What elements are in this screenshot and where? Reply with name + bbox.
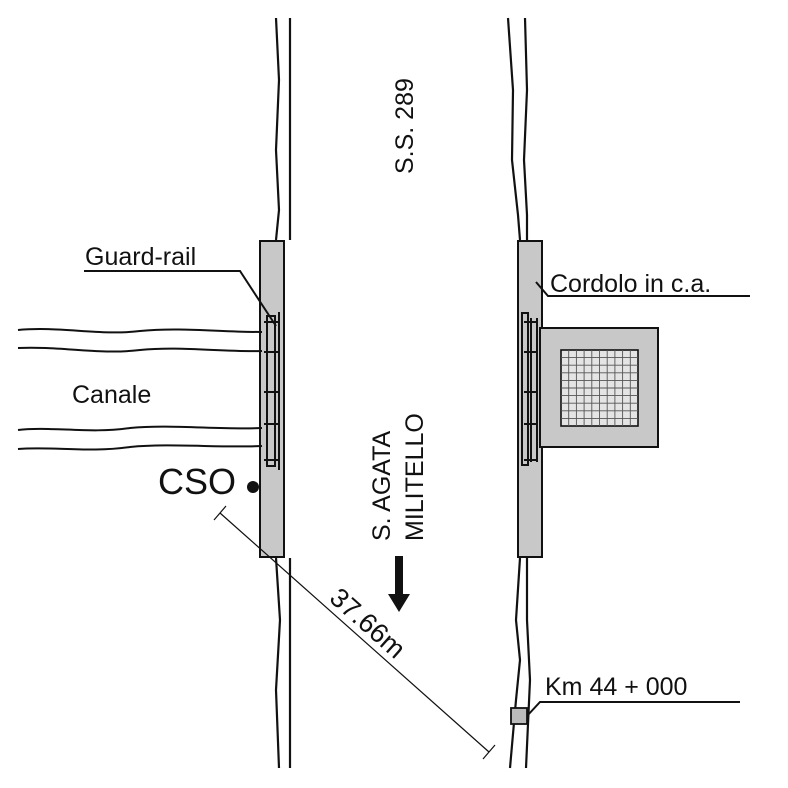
grate — [539, 327, 659, 448]
guardrail-leader-line — [84, 270, 277, 327]
canal-label: Canale — [72, 381, 151, 409]
road-label: S.S. 289 — [391, 78, 419, 174]
curb-label: Cordolo in c.a. — [550, 270, 711, 298]
left-curb-slab — [259, 240, 285, 558]
direction-label-line1: S. AGATA — [368, 430, 396, 541]
right-curb-slab — [517, 240, 543, 558]
curb-leader-line — [535, 281, 750, 297]
right-road-edge — [506, 17, 532, 769]
milestone-label: Km 44 + 000 — [545, 673, 687, 701]
left-road-edge — [274, 17, 292, 769]
distance-dimension-line — [213, 505, 496, 760]
direction-label-line2: MILITELLO — [401, 413, 429, 541]
direction-arrow — [388, 556, 410, 612]
guardrail-label: Guard-rail — [85, 243, 196, 271]
milestone-marker — [510, 701, 740, 725]
cso-label: CSO — [158, 461, 236, 502]
cso-marker — [247, 481, 259, 493]
canal — [17, 328, 263, 451]
